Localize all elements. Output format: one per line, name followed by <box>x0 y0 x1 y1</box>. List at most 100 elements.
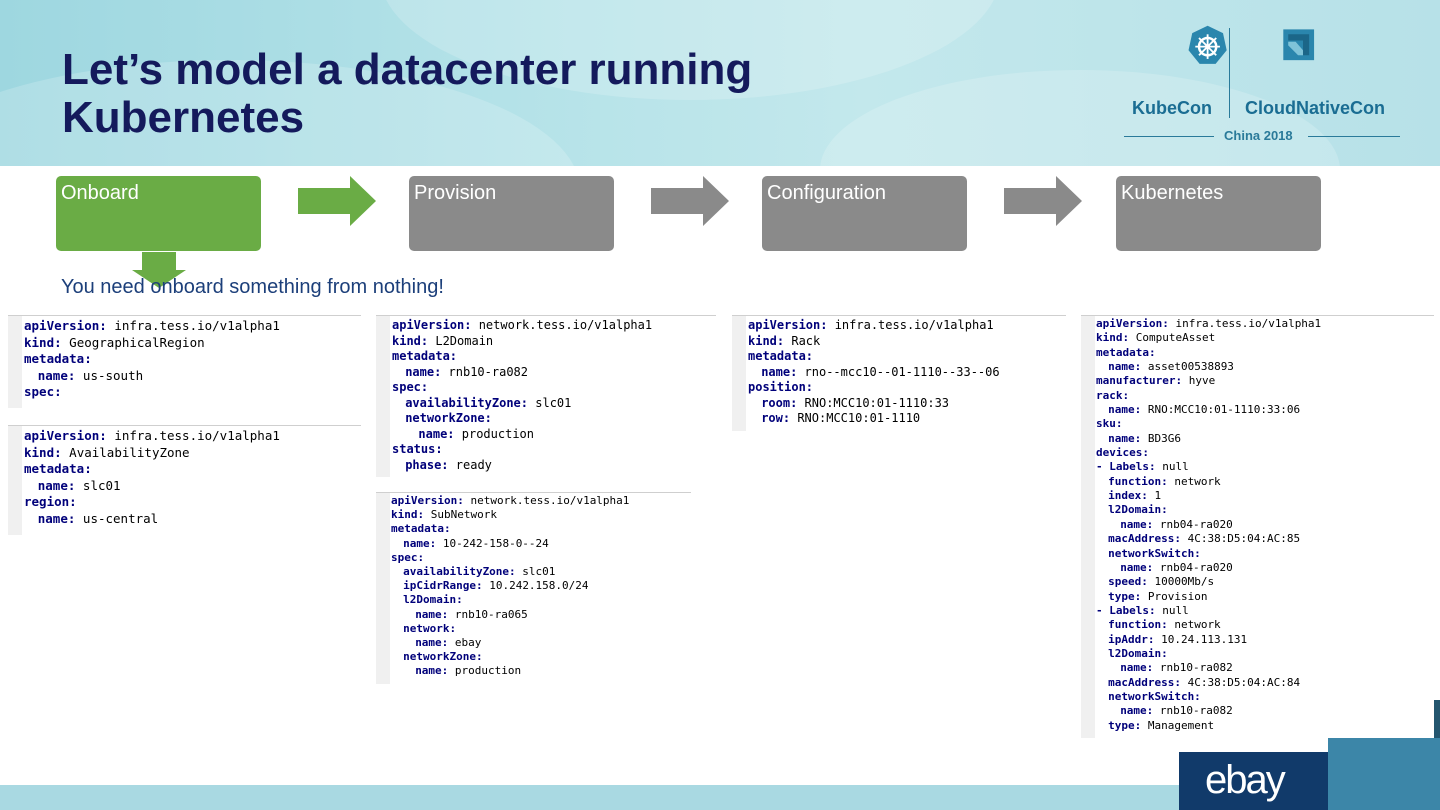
code-value: 10.242.158.0/24 <box>482 579 589 593</box>
code-line: kind: Rack <box>748 334 1066 350</box>
code-key: spec: <box>24 384 62 399</box>
code-key: name: <box>1120 704 1154 718</box>
code-key: name: <box>415 664 449 678</box>
code-line: name: production <box>391 664 691 678</box>
code-value: AvailabilityZone <box>61 444 190 460</box>
code-line: macAddress: 4C:38:D5:04:AC:85 <box>1096 532 1434 546</box>
step-provision: Provision <box>409 176 614 251</box>
code-value: rnb10-ra082 <box>441 364 529 379</box>
code-value: ready <box>448 457 492 472</box>
code-line: apiVersion: infra.tess.io/v1alpha1 <box>1096 317 1434 331</box>
code-line: ipCidrRange: 10.242.158.0/24 <box>391 579 691 593</box>
code-line: l2Domain: <box>1096 647 1434 661</box>
code-line: - Labels: null <box>1096 604 1434 618</box>
code-line: region: <box>24 494 361 511</box>
code-line: metadata: <box>748 349 1066 365</box>
code-line: apiVersion: infra.tess.io/v1alpha1 <box>748 318 1066 334</box>
code-line: name: rno--mcc10--01-1110--33--06 <box>748 365 1066 381</box>
code-value: 10.24.113.131 <box>1154 632 1248 646</box>
event-label: China 2018 <box>1224 128 1293 143</box>
code-value: us-central <box>75 510 159 526</box>
code-line: metadata: <box>1096 346 1434 360</box>
code-key: l2Domain: <box>1108 646 1168 660</box>
code-key: function: <box>1108 618 1168 632</box>
code-key: apiVersion: <box>748 318 828 332</box>
code-value: null <box>1155 460 1189 474</box>
code-line: name: slc01 <box>24 478 361 495</box>
code-line: availabilityZone: slc01 <box>391 565 691 579</box>
code-line: name: rnb04-ra020 <box>1096 561 1434 575</box>
code-line: apiVersion: network.tess.io/v1alpha1 <box>391 494 691 508</box>
code-line: macAddress: 4C:38:D5:04:AC:84 <box>1096 676 1434 690</box>
footer-accent <box>1434 700 1440 738</box>
code-key: l2Domain: <box>1108 503 1168 517</box>
code-key: networkSwitch: <box>1108 546 1201 560</box>
code-key: spec: <box>391 550 425 564</box>
slide-title-line1: Let’s model a datacenter running <box>62 45 753 94</box>
code-key: name: <box>405 364 442 379</box>
kubernetes-helm-icon <box>1188 25 1227 64</box>
code-gutter <box>376 316 390 477</box>
code-value: RNO:MCC10:01-1110:33:06 <box>1141 403 1301 417</box>
slide-title: Let’s model a datacenter running Kuberne… <box>62 46 862 142</box>
code-value: network <box>1167 474 1221 488</box>
code-key: index: <box>1108 489 1148 503</box>
step-label: Onboard <box>61 182 139 204</box>
code-value: rnb10-ra082 <box>1153 661 1233 675</box>
code-gutter <box>376 493 390 684</box>
footer-block <box>1328 738 1440 810</box>
logo-rule-left <box>1124 136 1214 137</box>
kubecon-label: KubeCon <box>1132 98 1212 118</box>
code-line: kind: AvailabilityZone <box>24 445 361 462</box>
code-key: name: <box>761 364 798 379</box>
code-gutter <box>1081 316 1095 738</box>
code-line: name: 10-242-158-0--24 <box>391 537 691 551</box>
code-value: slc01 <box>75 477 121 493</box>
code-line: spec: <box>391 551 691 565</box>
code-line: position: <box>748 380 1066 396</box>
code-line: status: <box>392 442 716 458</box>
code-line: name: production <box>392 427 716 443</box>
code-value: RNO:MCC10:01-1110:33 <box>797 395 950 410</box>
code-key: ipAddr: <box>1108 632 1155 646</box>
code-value: production <box>454 426 534 441</box>
code-value: infra.tess.io/v1alpha1 <box>1168 317 1322 330</box>
code-key: position: <box>748 380 814 394</box>
code-key: status: <box>392 442 443 456</box>
code-line: network: <box>391 622 691 636</box>
code-line: name: rnb10-ra082 <box>1096 661 1434 675</box>
code-value: 1 <box>1147 489 1162 503</box>
code-value: infra.tess.io/v1alpha1 <box>106 318 280 333</box>
code-line: networkZone: <box>392 411 716 427</box>
code-key: - Labels: <box>1096 460 1156 474</box>
code-value: ebay <box>448 636 482 650</box>
code-key: apiVersion: <box>391 494 464 507</box>
code-key: name: <box>415 607 449 621</box>
code-line: networkSwitch: <box>1096 547 1434 561</box>
code-line: type: Management <box>1096 719 1434 733</box>
code-key: metadata: <box>24 351 92 366</box>
code-value: network.tess.io/v1alpha1 <box>471 318 653 332</box>
code-key: kind: <box>392 333 429 348</box>
code-line: spec: <box>24 384 361 401</box>
code-key: speed: <box>1108 575 1148 589</box>
code-line: metadata: <box>392 349 716 365</box>
code-key: metadata: <box>392 349 458 363</box>
code-key: name: <box>415 636 449 650</box>
step-label: Configuration <box>767 182 886 204</box>
code-key: devices: <box>1096 446 1149 460</box>
code-line: apiVersion: network.tess.io/v1alpha1 <box>392 318 716 334</box>
code-line: ipAddr: 10.24.113.131 <box>1096 633 1434 647</box>
code-key: name: <box>37 477 76 493</box>
code-key: name: <box>1108 360 1142 374</box>
code-value: L2Domain <box>428 333 494 348</box>
code-line: name: asset00538893 <box>1096 360 1434 374</box>
code-key: availabilityZone: <box>403 565 516 579</box>
code-value: 4C:38:D5:04:AC:85 <box>1180 532 1301 546</box>
code-gutter <box>8 426 22 535</box>
code-gutter <box>8 316 22 408</box>
arrow-right-icon <box>651 176 729 226</box>
